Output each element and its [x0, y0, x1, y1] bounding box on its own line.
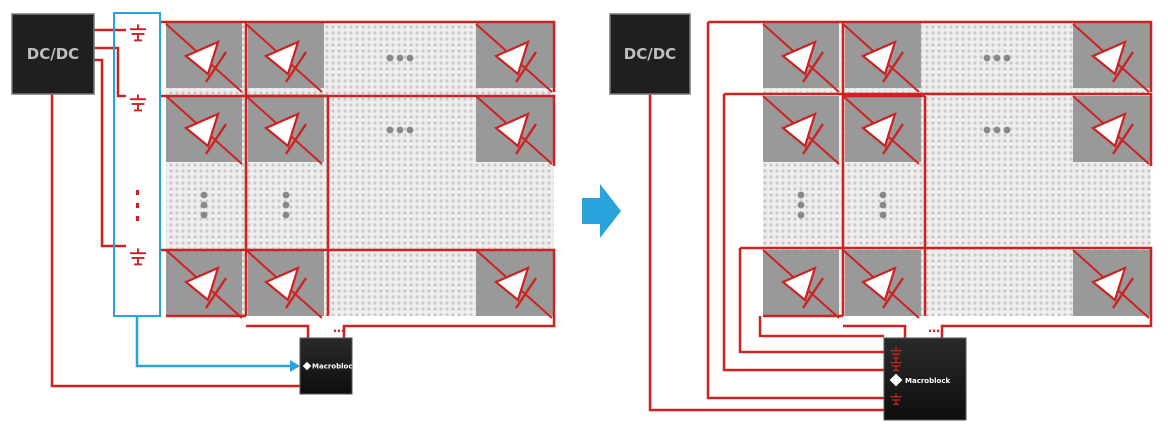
wire — [708, 20, 1153, 92]
ellipsis-icon — [282, 191, 290, 219]
left-dcdc-box — [11, 13, 95, 95]
mosfet-icon — [890, 359, 902, 372]
mosfet-icon — [890, 347, 902, 360]
left-fet-symbols — [129, 24, 147, 266]
left-led-symbols — [165, 23, 553, 319]
led-diode-icon — [245, 249, 323, 319]
led-diode-icon — [1072, 23, 1150, 93]
wire — [94, 58, 126, 248]
ellipsis-icon — [983, 54, 1011, 62]
led-diode-icon — [475, 95, 553, 165]
right-led-symbols — [762, 23, 1150, 319]
wire — [246, 324, 310, 338]
ellipsis-icon — [983, 126, 1011, 134]
led-diode-icon — [1072, 249, 1150, 319]
right-dcdc-label: DC/DC — [624, 45, 676, 63]
arrow-right-icon — [582, 184, 621, 238]
led-diode-icon — [475, 23, 553, 93]
led-diode-icon — [842, 249, 920, 319]
wire — [50, 94, 300, 388]
right-panel: … DC/DC Macroblock — [609, 13, 1153, 421]
right-wiring: … — [648, 20, 1153, 412]
wire — [740, 246, 1153, 316]
fet-column-highlight — [113, 12, 161, 317]
wire — [648, 94, 884, 412]
led-diode-icon — [1072, 95, 1150, 165]
ellipsis-icon — [200, 191, 208, 219]
mosfet-icon — [890, 393, 902, 406]
wire — [94, 46, 126, 98]
led-diode-icon — [165, 23, 243, 93]
wire — [722, 94, 884, 372]
mosfet-icon — [129, 24, 147, 42]
wire — [758, 316, 884, 338]
wire — [342, 316, 556, 338]
left-macroblock-logo-icon — [302, 361, 312, 371]
right-chip-fet-icons — [890, 347, 902, 406]
mosfet-icon — [129, 248, 147, 266]
led-diode-icon — [762, 95, 840, 165]
left-wiring: … — [50, 20, 556, 388]
led-diode-icon — [762, 249, 840, 319]
left-panel: … DC/DC Macroblock — [11, 12, 556, 395]
led-diode-icon — [165, 249, 243, 319]
left-dcdc-label: DC/DC — [27, 45, 79, 63]
right-dcdc-box — [609, 13, 691, 95]
blue-arrowhead — [290, 360, 300, 372]
ellipsis-icon — [136, 190, 139, 221]
wire — [160, 248, 556, 316]
wire — [843, 324, 907, 338]
led-diode-icon — [245, 95, 323, 165]
wire — [738, 248, 884, 354]
left-chip-label: Macroblock — [312, 363, 357, 371]
led-diode-icon — [842, 23, 920, 93]
ellipsis-icon — [386, 54, 414, 62]
led-diode-icon — [245, 23, 323, 93]
ellipsis-icon — [797, 191, 805, 219]
wire — [706, 22, 884, 400]
mosfet-icon — [129, 94, 147, 112]
ellipsis-icon — [386, 126, 414, 134]
led-diode-icon — [475, 249, 553, 319]
led-diode-icon — [762, 23, 840, 93]
ellipsis-icon: … — [333, 321, 345, 335]
wire — [940, 316, 1153, 338]
blue-control-line — [135, 316, 290, 368]
ellipsis-icon — [879, 191, 887, 219]
wire — [724, 92, 1153, 166]
led-diode-icon — [842, 95, 920, 165]
led-diode-icon — [165, 95, 243, 165]
wire — [160, 20, 556, 92]
ellipsis-icon: … — [928, 321, 940, 335]
right-chip-label: Macroblock — [905, 377, 950, 385]
